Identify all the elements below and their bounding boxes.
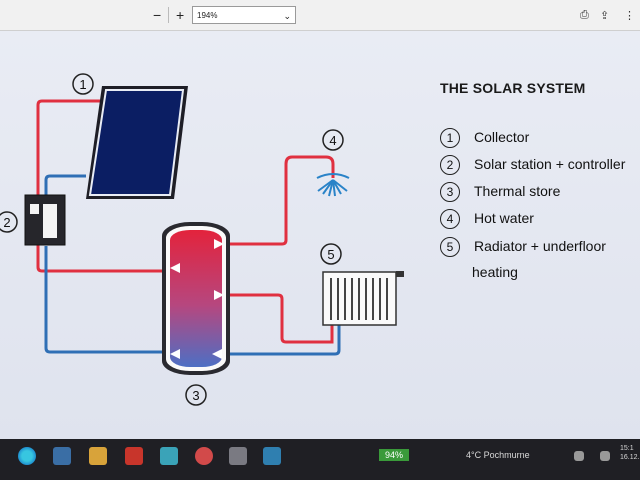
chevron-down-icon: ⌄ (283, 11, 291, 21)
hot-pipe-collector-out (36, 99, 175, 273)
hot-water-tap (316, 173, 350, 197)
cold-pipe-collector-in (44, 174, 86, 197)
svg-text:4: 4 (329, 133, 336, 148)
save-icon[interactable]: ⇪ (600, 10, 610, 22)
legend-label: Thermal store (474, 183, 561, 199)
legend-label: Hot water (474, 210, 534, 226)
store-icon[interactable] (53, 447, 71, 465)
radiator (322, 271, 404, 326)
weather-widget[interactable]: 4°C Pochmurne (466, 450, 530, 460)
office-icon[interactable] (125, 447, 143, 465)
legend-number: 2 (440, 155, 460, 175)
legend-label-continued: heating (472, 264, 518, 280)
svg-text:2: 2 (3, 215, 10, 230)
legend-label: Solar station + controller (474, 156, 626, 172)
file-explorer-icon[interactable] (89, 447, 107, 465)
edge-icon[interactable] (18, 447, 36, 465)
toolbar-separator (168, 7, 169, 23)
marker-4: 4 (322, 129, 344, 151)
legend-number: 3 (440, 182, 460, 202)
browser-icon[interactable] (195, 447, 213, 465)
windows-taskbar: 94% 4°C Pochmurne 15:1 16.12. (0, 439, 640, 480)
clock[interactable]: 15:1 16.12. (620, 444, 639, 462)
marker-1: 1 (72, 73, 94, 95)
cold-pipes (44, 174, 341, 356)
battery-indicator[interactable]: 94% (379, 449, 409, 461)
legend-label: Radiator + underfloor (474, 238, 606, 254)
diagram-markers: 1 2 3 4 5 (0, 73, 344, 406)
marker-5: 5 (320, 243, 342, 265)
hot-pipe-to-tap (220, 155, 335, 246)
zoom-in-button[interactable]: + (176, 7, 185, 23)
app-icon[interactable] (160, 447, 178, 465)
legend-label: Collector (474, 129, 530, 145)
cold-pipe-return (44, 246, 175, 354)
cold-pipe-radiator-return (220, 320, 341, 356)
zoom-select[interactable]: 194% ⌄ (192, 6, 296, 24)
collector-panel (86, 86, 188, 199)
legend-number: 5 (440, 237, 460, 257)
marker-3: 3 (185, 384, 207, 406)
svg-text:5: 5 (327, 247, 334, 262)
hot-pipe-to-radiator (222, 293, 334, 344)
print-icon[interactable]: ⎙ (580, 9, 589, 21)
notification-icon[interactable] (574, 451, 584, 461)
svg-text:1: 1 (79, 77, 86, 92)
legend-number: 1 (440, 128, 460, 148)
clock-date: 16.12. (620, 454, 640, 461)
network-icon[interactable] (600, 451, 610, 461)
slide-title: THE SOLAR SYSTEM (440, 80, 586, 96)
zoom-out-button[interactable]: − (153, 7, 162, 23)
marker-2: 2 (0, 211, 18, 233)
legend-number: 4 (440, 209, 460, 229)
camera-icon[interactable] (229, 447, 247, 465)
more-icon[interactable]: ⋮ (624, 10, 635, 22)
svg-text:3: 3 (192, 388, 199, 403)
clock-time: 15:1 (620, 445, 634, 452)
hot-pipes (36, 99, 335, 344)
thermal-store-tank (162, 222, 230, 375)
zoom-value: 194% (197, 11, 218, 20)
photos-icon[interactable] (263, 447, 281, 465)
solar-station (24, 194, 66, 246)
pdf-toolbar: − + 194% ⌄ ⎙ ⇪ ⋮ (0, 0, 640, 31)
